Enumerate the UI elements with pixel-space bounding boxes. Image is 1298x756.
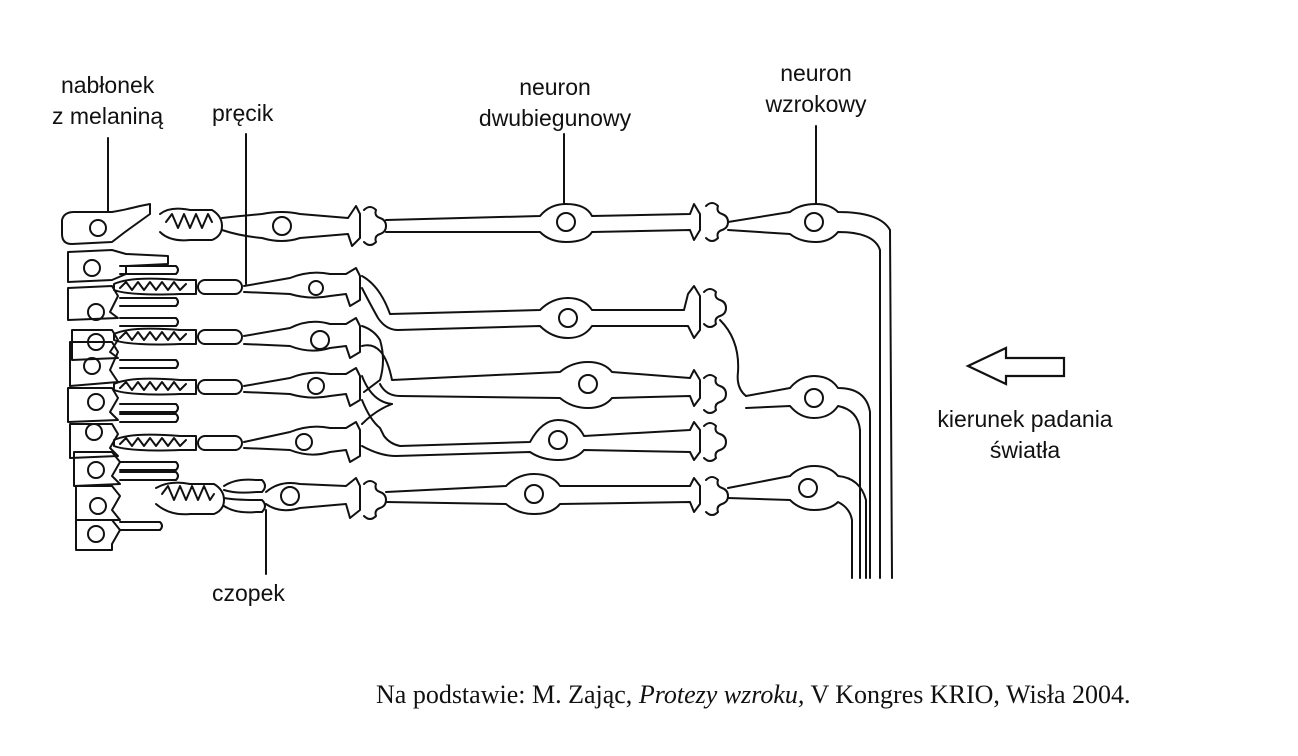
bipolar-label-line1: neuron: [519, 74, 591, 100]
epithelium-label-line1: nabłonek: [60, 72, 155, 98]
bipolar-label: neuron dwubiegunowy: [462, 72, 648, 134]
light-label: kierunek padania światła: [922, 404, 1128, 466]
source-caption: Na podstawie: M. Zając, Protezy wzroku, …: [376, 680, 1131, 710]
caption-suffix: V Kongres KRIO, Wisła 2004.: [810, 680, 1131, 709]
light-label-line2: światła: [989, 437, 1061, 463]
rod-2: [113, 317, 361, 359]
ganglion-bottom: [727, 465, 867, 579]
bipolar-rod-cells: [361, 275, 747, 462]
cone-label: czopek: [212, 580, 285, 606]
rod-3: [113, 367, 361, 407]
light-label-line1: kierunek padania: [937, 406, 1113, 432]
pigment-epithelium: [61, 203, 179, 551]
epithelium-label-line2: z melaniną: [52, 103, 164, 129]
optic-label: neuron wzrokowy: [752, 58, 880, 120]
left-arrow-icon: [965, 346, 1066, 386]
rod-4: [113, 421, 361, 463]
caption-title: Protezy wzroku,: [638, 680, 805, 709]
caption-prefix: Na podstawie: M. Zając,: [376, 680, 633, 709]
rod-label: pręcik: [212, 100, 274, 126]
epithelium-label: nabłonek z melaniną: [52, 70, 163, 132]
bottom-cone: [155, 477, 387, 520]
bipolar-label-line2: dwubiegunowy: [478, 105, 632, 131]
ganglion-middle: [745, 375, 871, 579]
optic-label-line1: neuron: [780, 60, 852, 86]
rod-1: [113, 267, 361, 307]
optic-label-line2: wzrokowy: [765, 91, 867, 117]
bipolar-bottom: [385, 473, 701, 515]
top-cone: [159, 205, 387, 247]
ganglion-top: [727, 203, 893, 579]
bipolar-top: [385, 203, 701, 243]
